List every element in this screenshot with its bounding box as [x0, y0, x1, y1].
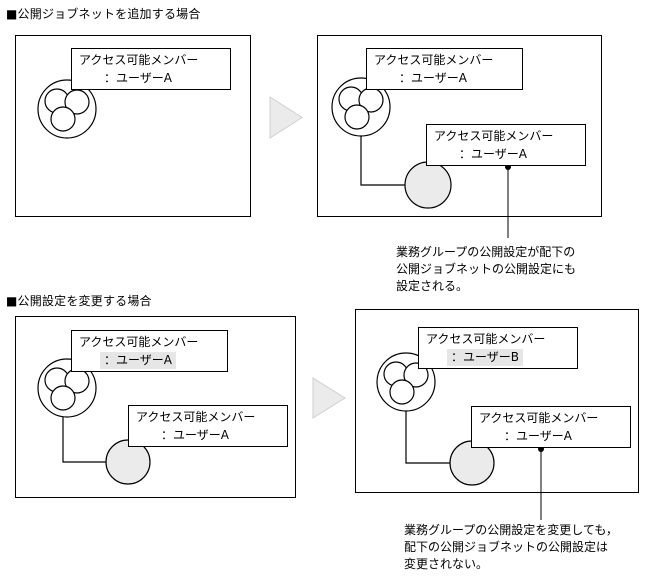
connector-line	[405, 411, 451, 464]
access-label: アクセス可能メンバー ：ユーザーA	[426, 124, 586, 166]
note-line: 変更されない。	[404, 557, 489, 571]
access-label: アクセス可能メンバー ：ユーザーB	[418, 327, 578, 369]
access-label-user: ：ユーザーA	[104, 71, 172, 85]
note-line: 公開ジョブネットの公開設定にも	[396, 262, 577, 276]
job-group-icon	[331, 77, 391, 137]
access-label: アクセス可能メンバー ：ユーザーA	[471, 406, 631, 448]
access-label-title: アクセス可能メンバー	[426, 332, 546, 346]
job-group-icon	[37, 358, 97, 418]
connector-line	[62, 417, 106, 463]
access-label-user: ：ユーザーA	[459, 147, 527, 161]
access-label-user: ：ユーザーA	[399, 71, 467, 85]
section-heading-change: ■公開設定を変更する場合	[6, 294, 152, 308]
transition-arrow-change	[312, 377, 346, 419]
access-label-user-highlighted: ：ユーザーB	[447, 349, 523, 366]
note-line: 設定される。	[396, 279, 469, 293]
access-label-user-highlighted: ：ユーザーA	[100, 352, 176, 369]
access-label-title: アクセス可能メンバー	[79, 53, 199, 67]
jobnet-icon	[404, 161, 452, 209]
note-line: 業務グループの公開設定を変更しても，	[404, 523, 618, 537]
access-label-title: アクセス可能メンバー	[434, 129, 554, 143]
note-line: 業務グループの公開設定が配下の	[396, 245, 576, 259]
access-label-title: アクセス可能メンバー	[79, 335, 199, 349]
note-change: 業務グループの公開設定を変更しても， 配下の公開ジョブネットの公開設定は 変更さ…	[404, 522, 618, 573]
access-label-title: アクセス可能メンバー	[479, 411, 599, 425]
job-group-icon	[37, 79, 97, 139]
note-add: 業務グループの公開設定が配下の 公開ジョブネットの公開設定にも 設定される。	[396, 244, 576, 295]
access-label: アクセス可能メンバー ：ユーザーA	[366, 48, 523, 90]
access-label: アクセス可能メンバー ：ユーザーA	[71, 330, 228, 372]
connector-line	[360, 136, 405, 186]
access-label: アクセス可能メンバー ：ユーザーA	[71, 48, 231, 90]
transition-arrow-add	[269, 96, 303, 139]
access-label-title: アクセス可能メンバー	[136, 410, 256, 424]
note-line: 配下の公開ジョブネットの公開設定は	[404, 540, 609, 554]
access-label-title: アクセス可能メンバー	[374, 53, 494, 67]
section-heading-add: ■公開ジョブネットを追加する場合	[6, 7, 201, 21]
access-label: アクセス可能メンバー ：ユーザーA	[128, 405, 288, 447]
access-label-user: ：ユーザーA	[161, 428, 229, 442]
access-label-user: ：ユーザーA	[504, 429, 572, 443]
